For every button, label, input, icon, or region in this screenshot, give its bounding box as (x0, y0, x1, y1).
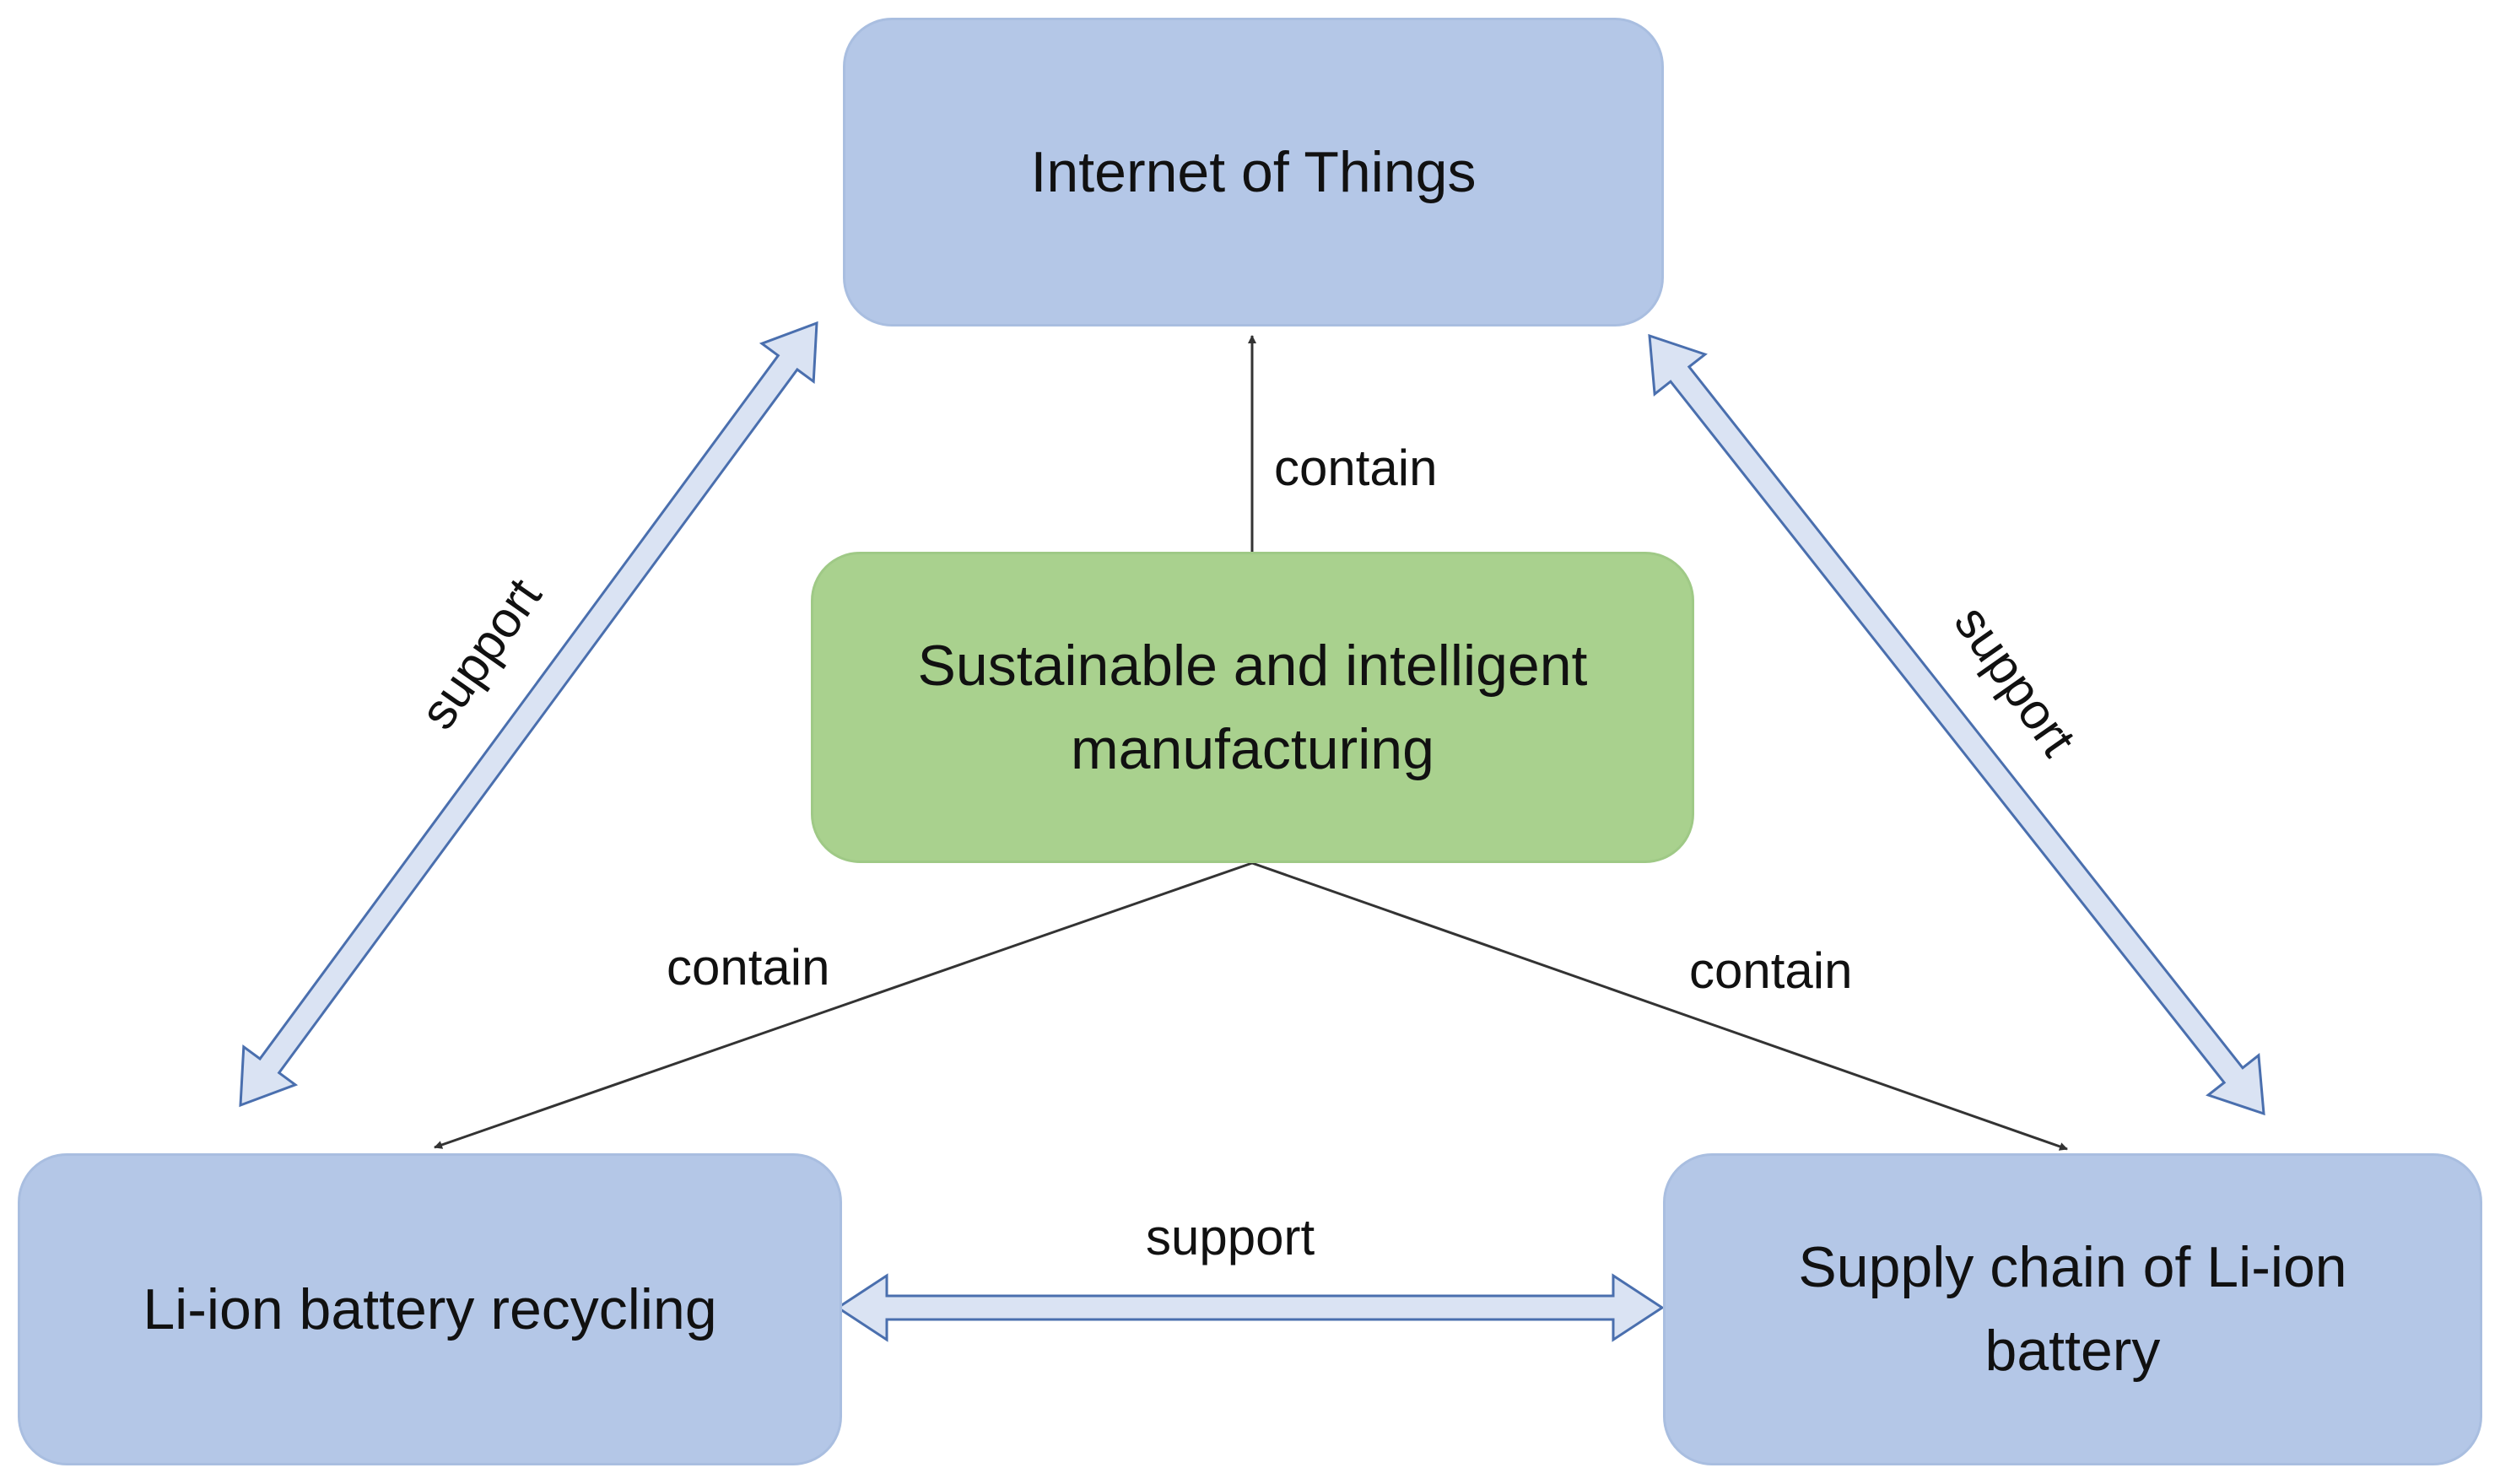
node-internet-of-things: Internet of Things (843, 18, 1664, 326)
edge-label-support-bottom: support (1146, 1209, 1315, 1265)
support-arrow-bottom (835, 1273, 1665, 1342)
node-sustainable-manufacturing-text: Sustainable and intelligent manufacturin… (918, 624, 1588, 791)
support-arrow-right (1648, 333, 2265, 1116)
support-arrow-left (239, 321, 818, 1108)
edge-label-contain-left: contain (667, 939, 830, 996)
contain-arrow-right (1251, 861, 2068, 1151)
edge-label-contain-right: contain (1689, 942, 1853, 999)
node-supply-chain-line-1: Supply chain of Li-ion (1798, 1235, 2347, 1300)
node-sustainable-manufacturing: Sustainable and intelligent manufacturin… (811, 552, 1694, 863)
node-supply-chain-line-2: battery (1984, 1319, 2161, 1383)
node-sustainable-manufacturing-line-2: manufacturing (1071, 716, 1434, 781)
node-internet-of-things-label: Internet of Things (1030, 139, 1477, 204)
node-battery-recycling: Li-ion battery recycling (18, 1153, 842, 1465)
node-sustainable-manufacturing-line-1: Sustainable and intelligent (917, 633, 1588, 698)
node-battery-recycling-label: Li-ion battery recycling (143, 1276, 717, 1341)
edge-label-contain-top: contain (1274, 440, 1438, 496)
contain-arrow-left (434, 861, 1253, 1149)
node-supply-chain: Supply chain of Li-ion battery (1663, 1153, 2482, 1465)
node-supply-chain-text: Supply chain of Li-ion battery (1798, 1226, 2346, 1392)
